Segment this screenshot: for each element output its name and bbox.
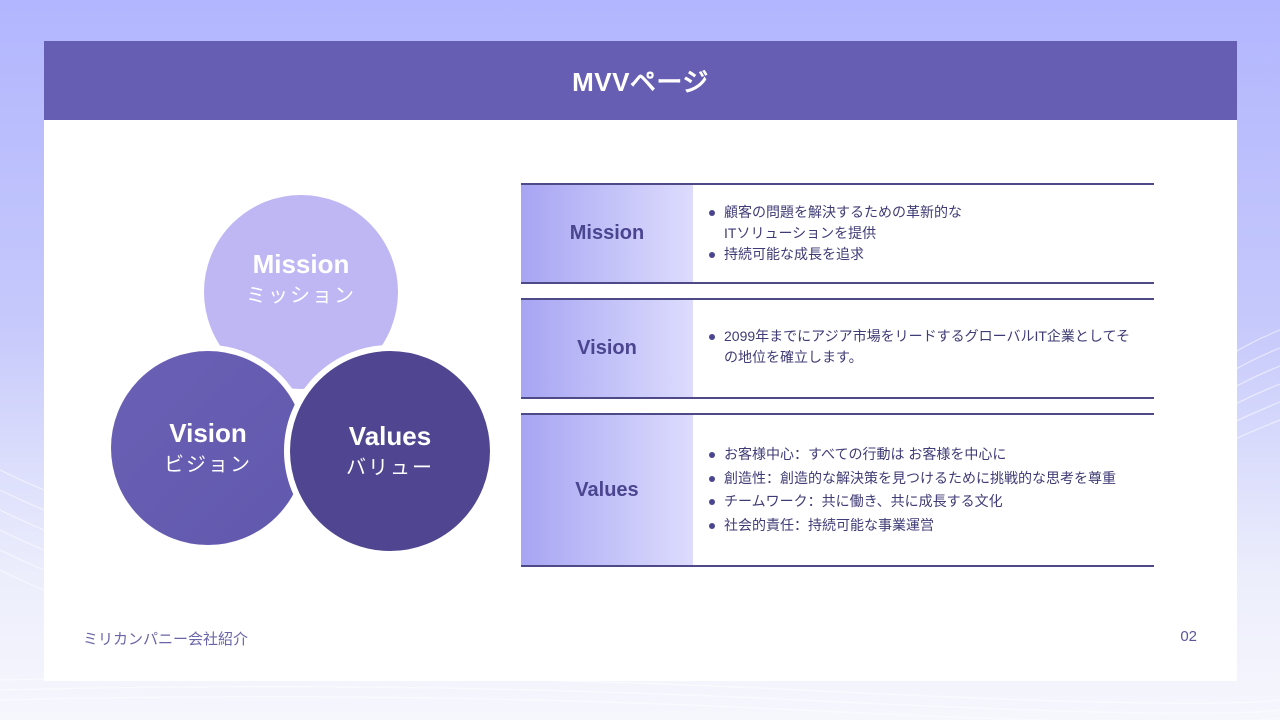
row-body: お客様中心：すべての行動は お客様を中心に 創造性：創造的な解決策を見つけるため… (693, 415, 1154, 565)
page-title: MVVページ (572, 67, 709, 97)
bullet-list: お客様中心：すべての行動は お客様を中心に 創造性：創造的な解決策を見つけるため… (707, 443, 1130, 537)
bullet-list: 顧客の問題を解決するための革新的なITソリューションを提供 持続可能な成長を追求 (707, 202, 1130, 265)
row-label: Mission (521, 185, 693, 282)
venn-vision-en: Vision (169, 418, 247, 449)
list-item-text: 顧客の問題を解決するための革新的なITソリューションを提供 (724, 204, 962, 241)
list-item-text: 2099年までにアジア市場をリードするグローバルIT企業としてその地位を確立しま… (724, 328, 1131, 365)
list-item-text: 創造性：創造的な解決策を見つけるために挑戦的な思考を尊重 (724, 469, 1116, 486)
row-body: 顧客の問題を解決するための革新的なITソリューションを提供 持続可能な成長を追求 (693, 185, 1154, 282)
mvv-row-vision: Vision 2099年までにアジア市場をリードするグローバルIT企業としてその… (521, 298, 1158, 399)
venn-circle-vision: Vision ビジョン (105, 345, 311, 551)
slide-header: MVVページ (44, 41, 1237, 120)
list-item: 持続可能な成長を追求 (707, 244, 1130, 265)
list-item-text: お客様中心：すべての行動は お客様を中心に (724, 446, 1007, 462)
venn-circle-values: Values バリュー (284, 345, 496, 557)
page-number: 02 (1180, 628, 1197, 645)
footer-company-name: ミリカンパニー会社紹介 (83, 631, 249, 648)
venn-mission-jp: ミッション (246, 284, 356, 307)
slide: MVVページ Mission ミッション Vision ビジョン Values … (44, 41, 1237, 681)
mvv-row-values: Values お客様中心：すべての行動は お客様を中心に 創造性：創造的な解決策… (521, 413, 1154, 567)
venn-values-jp: バリュー (346, 456, 434, 479)
row-label: Vision (521, 300, 693, 397)
mvv-table: Mission 顧客の問題を解決するための革新的なITソリューションを提供 持続… (521, 183, 1158, 567)
mvv-venn-diagram: Mission ミッション Vision ビジョン Values バリュー (104, 186, 504, 557)
list-item: 2099年までにアジア市場をリードするグローバルIT企業としてその地位を確立しま… (707, 326, 1134, 368)
venn-values-en: Values (348, 421, 432, 452)
row-label: Values (521, 415, 693, 565)
row-body: 2099年までにアジア市場をリードするグローバルIT企業としてその地位を確立しま… (693, 300, 1158, 397)
bullet-list: 2099年までにアジア市場をリードするグローバルIT企業としてその地位を確立しま… (707, 326, 1134, 368)
list-item-text: チームワーク：共に働き、共に成長する文化 (724, 493, 1003, 509)
list-item: 創造性：創造的な解決策を見つけるために挑戦的な思考を尊重 (707, 467, 1130, 491)
list-item-text: 社会的責任：持続可能な事業運営 (724, 516, 934, 533)
venn-mission-en: Mission (252, 249, 350, 280)
venn-vision-jp: ビジョン (164, 453, 252, 476)
list-item: お客様中心：すべての行動は お客様を中心に (707, 443, 1130, 467)
list-item-text: 持続可能な成長を追求 (724, 246, 864, 262)
mvv-row-mission: Mission 顧客の問題を解決するための革新的なITソリューションを提供 持続… (521, 183, 1154, 284)
list-item: チームワーク：共に働き、共に成長する文化 (707, 490, 1130, 514)
list-item: 顧客の問題を解決するための革新的なITソリューションを提供 (707, 202, 964, 244)
list-item: 社会的責任：持続可能な事業運営 (707, 514, 1130, 538)
